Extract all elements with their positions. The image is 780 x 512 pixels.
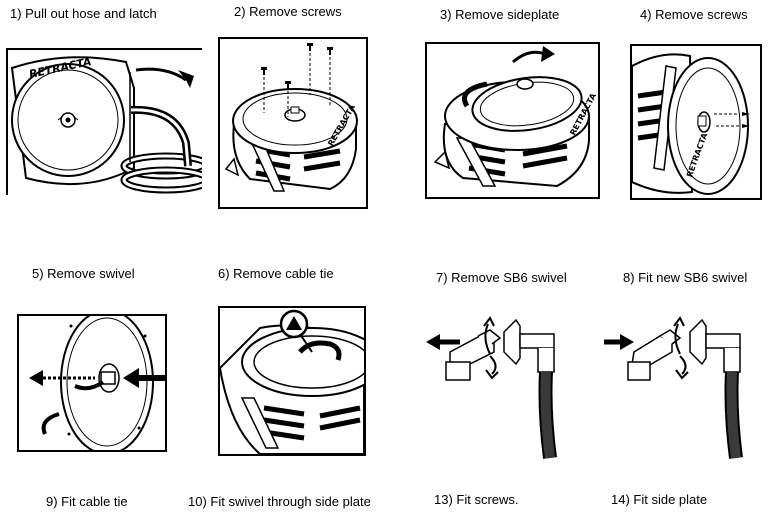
right-arrow-icon	[604, 334, 634, 350]
step-7-caption: 7) Remove SB6 swivel	[436, 270, 567, 285]
step-5-illustration	[17, 314, 167, 452]
curved-arrow-icon	[512, 46, 555, 64]
step-2-illustration: RETRACTA	[218, 37, 368, 209]
step-2-caption: 2) Remove screws	[234, 4, 342, 19]
step-10-caption: 10) Fit swivel through side plate	[188, 494, 371, 509]
step-13-caption: 13) Fit screws.	[434, 492, 519, 507]
step-14-caption: 14) Fit side plate	[611, 492, 708, 507]
rotation-arrows-icon	[483, 316, 499, 380]
step-7-illustration	[420, 312, 595, 462]
step-4-caption: 4) Remove screws	[640, 7, 748, 22]
step-1-illustration: RETRACTA	[6, 48, 202, 195]
step-8-caption: 8) Fit new SB6 swivel	[623, 270, 748, 285]
step-3-illustration: RETRACTA	[425, 42, 600, 199]
step-5-caption: 5) Remove swivel	[32, 266, 135, 281]
step-8-illustration	[604, 312, 776, 462]
left-arrow-icon	[123, 368, 165, 388]
step-6-illustration	[218, 306, 366, 456]
hose-coil	[120, 105, 202, 194]
step-9-caption: 9) Fit cable tie	[46, 494, 128, 509]
step-6-caption: 6) Remove cable tie	[218, 266, 334, 281]
warning-triangle-icon	[279, 309, 309, 339]
left-arrow-icon	[426, 334, 460, 350]
screw-icon	[714, 112, 750, 128]
step-4-illustration: RETRACTA	[630, 44, 762, 200]
curved-arrow-icon	[135, 67, 194, 88]
step-1-caption: 1) Pull out hose and latch	[10, 6, 157, 21]
step-3-caption: 3) Remove sideplate	[440, 7, 560, 22]
rotation-arrows-icon	[673, 316, 689, 380]
dashed-left-arrow-icon	[29, 370, 95, 386]
